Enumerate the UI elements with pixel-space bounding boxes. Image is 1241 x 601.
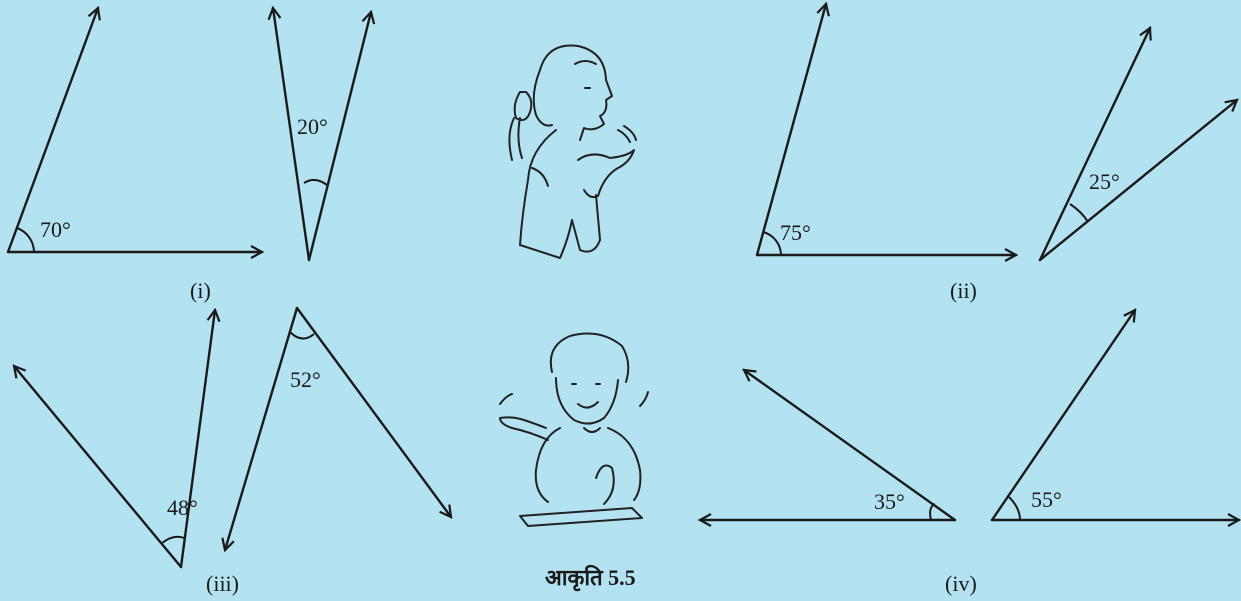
girl-eye [574,60,597,89]
boy-eyes-mouth [571,383,601,409]
angle-arc [161,535,185,544]
ray [307,9,376,262]
angle-i-b: 20° [267,5,376,262]
pair-iii: 48° 52° (iii) [12,306,453,596]
girl-ponytail [508,117,523,161]
angle-ii-b: 25° [1038,25,1239,262]
girl-body [519,129,601,259]
boy-face [555,377,619,425]
angle-arc [1069,203,1089,223]
angle-value: 70° [40,217,71,242]
angle-arc [762,231,782,256]
ray [6,5,101,254]
angle-iv-b: 55° [990,308,1241,527]
pair-label: (iv) [945,571,977,596]
ray [295,306,453,519]
girl-pointing-illustration [508,44,637,259]
boy-pointing-hand [499,416,549,441]
pair-iv: 35° 55° (iv) [697,308,1241,596]
angle-arc [289,331,315,340]
angle-value: 55° [1031,487,1062,512]
angle-arc [1008,496,1021,521]
girl-pointing-hand [577,149,635,199]
ray [1038,25,1152,262]
angle-iii-a: 48° [12,307,221,569]
angle-arc [929,503,936,521]
girl-hair [532,69,553,127]
angle-i-a: 70° [6,5,265,259]
pair-ii: 75° 25° (ii) [755,1,1239,303]
angle-value: 25° [1089,169,1120,194]
ray [179,307,221,569]
boy-writing-hand [595,464,615,505]
angle-arc [16,227,35,253]
pair-i: 70° 20° (i) [6,5,376,303]
angle-iv-a: 35° [697,368,957,527]
ray [267,5,311,262]
boy-collar [583,427,601,433]
angle-value: 48° [167,495,198,520]
boy-notebook [519,507,643,527]
ray [755,1,830,257]
angle-value: 52° [290,367,321,392]
figure-caption: आकृति 5.5 [545,564,636,592]
boy-pointing-illustration [499,332,649,527]
ray [221,306,299,553]
pair-label: (iii) [206,571,239,596]
girl-face [539,44,613,141]
angle-value: 75° [780,220,811,245]
ray [742,368,957,522]
angle-iii-b: 52° [221,306,453,553]
angle-value: 20° [297,114,328,139]
boy-shoulders [534,427,642,503]
angle-value: 35° [874,489,905,514]
pair-label: (i) [190,278,211,303]
girl-sleeve [531,167,549,187]
pair-label: (ii) [950,278,977,303]
motion-lines [499,391,649,407]
ray [990,308,1137,522]
motion-lines [617,125,637,143]
girl-hair-bow [513,91,533,121]
ray [1038,98,1239,262]
boy-hair [549,332,630,383]
ray [12,364,183,569]
angle-ii-a: 75° [755,1,1019,262]
angle-arc [303,179,328,186]
